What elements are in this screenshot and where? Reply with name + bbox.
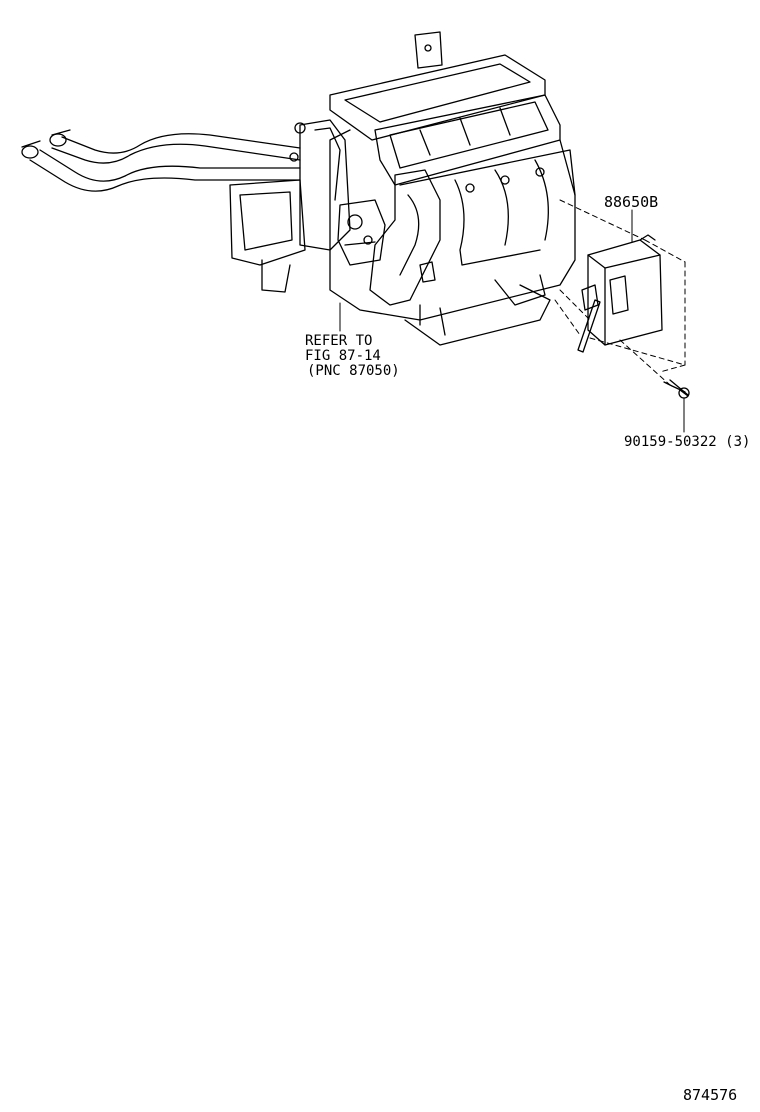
pipe-end-upper <box>49 133 67 147</box>
air-conditioner-amplifier <box>577 234 663 353</box>
reference-label-line3: (PNC 87050) <box>307 363 400 379</box>
heater-pipes <box>21 129 301 192</box>
part-label-90159-50322: 90159-50322 (3) <box>624 434 751 450</box>
reference-label-line1: REFER TO <box>305 333 373 349</box>
leader-lines <box>339 209 685 433</box>
part-label-88650b: 88650B <box>604 193 659 211</box>
heater-unit-assembly <box>229 31 576 346</box>
diagram-number: 874576 <box>683 1086 738 1104</box>
pipe-end-lower <box>21 145 39 159</box>
assembly-dashed-lines <box>554 199 686 386</box>
reference-label-line2: FIG 87-14 <box>305 348 381 364</box>
